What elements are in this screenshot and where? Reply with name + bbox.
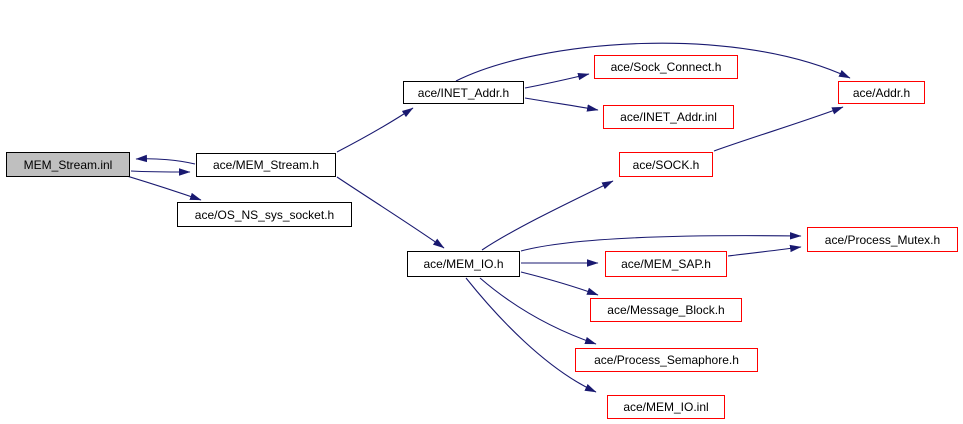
node-mem_sap_h[interactable]: ace/MEM_SAP.h <box>605 251 727 277</box>
edge-inet_addr_h-to-inet_addr_inl <box>524 97 599 112</box>
node-process_semaphore_h[interactable]: ace/Process_Semaphore.h <box>575 348 758 372</box>
node-process_mutex_h[interactable]: ace/Process_Mutex.h <box>807 227 958 252</box>
edge-inet_addr_h-to-addr_h <box>455 42 851 82</box>
edge-mem_io_h-to-process_semaphore_h <box>479 277 597 345</box>
edge-mem_io_h-to-process_mutex_h <box>520 232 802 252</box>
node-sock_h[interactable]: ace/SOCK.h <box>619 152 713 177</box>
edge-mem_stream_inl-to-os_ns_sys_socket_h <box>126 175 202 201</box>
node-mem_stream_inl: MEM_Stream.inl <box>6 152 130 177</box>
node-mem_stream_h[interactable]: ace/MEM_Stream.h <box>196 153 336 177</box>
edge-inet_addr_h-to-sock_connect_h <box>524 72 590 89</box>
edge-mem_stream_h-to-mem_io_h <box>336 176 445 249</box>
node-message_block_h[interactable]: ace/Message_Block.h <box>590 298 742 322</box>
edge-sock_h-to-addr_h <box>713 106 844 152</box>
edge-mem_sap_h-to-process_mutex_h <box>727 244 802 257</box>
edge-mem_io_h-to-mem_io_inl <box>465 277 597 393</box>
node-inet_addr_inl[interactable]: ace/INET_Addr.inl <box>603 105 734 129</box>
edge-mem_io_h-to-sock_h <box>481 180 614 251</box>
node-sock_connect_h[interactable]: ace/Sock_Connect.h <box>594 55 738 79</box>
edge-mem_stream_inl-to-mem_stream_h <box>130 168 191 176</box>
node-mem_io_inl[interactable]: ace/MEM_IO.inl <box>607 395 725 419</box>
node-mem_io_h[interactable]: ace/MEM_IO.h <box>407 251 520 277</box>
node-addr_h[interactable]: ace/Addr.h <box>838 81 925 104</box>
edge-mem_stream_h-to-mem_stream_inl <box>135 154 196 165</box>
edge-mem_stream_h-to-inet_addr_h <box>336 107 414 153</box>
edge-mem_io_h-to-message_block_h <box>520 271 599 296</box>
node-inet_addr_h[interactable]: ace/INET_Addr.h <box>403 81 524 104</box>
node-os_ns_sys_socket_h[interactable]: ace/OS_NS_sys_socket.h <box>177 202 352 227</box>
